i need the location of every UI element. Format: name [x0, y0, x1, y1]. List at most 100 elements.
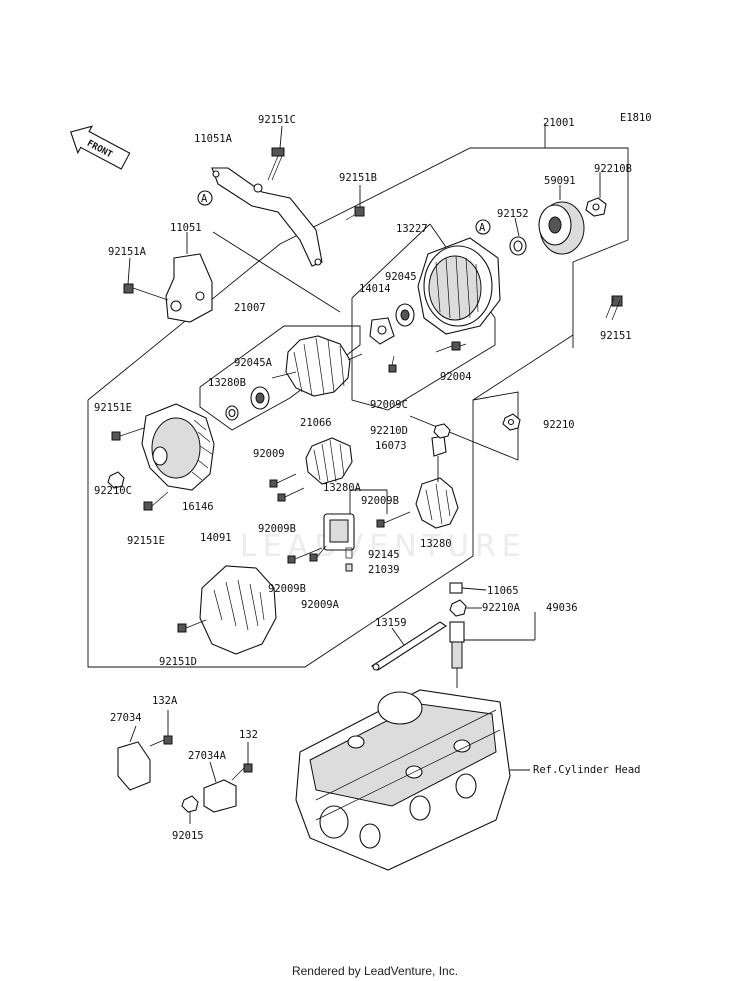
bolt-92151a-icon [123, 257, 169, 301]
bolt-92151d-icon [177, 619, 207, 633]
nut-92210c-icon [107, 471, 125, 489]
washer-92152-icon [509, 236, 527, 256]
label-92009a: 92009A [301, 599, 340, 611]
rectifier-13280 [415, 477, 459, 529]
bolt-132-icon [231, 742, 253, 781]
label-21066: 21066 [300, 417, 332, 429]
label-92009c: 92009C [370, 399, 408, 411]
label-92210: 92210 [543, 419, 575, 431]
brush-holder-13280a [323, 489, 388, 551]
label-92210c: 92210C [94, 485, 132, 497]
label-59091: 59091 [544, 175, 576, 187]
label-92152: 92152 [497, 208, 529, 220]
svg-text:A: A [201, 193, 208, 205]
label-92015: 92015 [172, 830, 204, 842]
label-21001: 21001 [543, 117, 575, 129]
label-16073: 16073 [375, 440, 407, 452]
front-housing-13227 [417, 237, 501, 335]
pulley-59091 [538, 185, 585, 255]
bracket-11051a [211, 167, 323, 267]
rear-cover-14091 [199, 565, 277, 655]
label-92151c: 92151C [258, 114, 296, 126]
bearing-92045-icon [395, 303, 415, 327]
label-14014: 14014 [359, 283, 391, 295]
screw-92009b-icon [376, 511, 411, 528]
label-13280: 13280 [420, 538, 452, 550]
label-92151b: 92151B [339, 172, 377, 184]
collar-13280b-icon [225, 405, 239, 421]
nut-92210b-icon [585, 197, 607, 217]
screw-92009b-icon [287, 547, 323, 564]
label-92045: 92045 [385, 271, 417, 283]
label-92009: 92009 [253, 448, 285, 460]
ref-mark-a-icon: A [197, 190, 213, 206]
label-92045a: 92045A [234, 357, 273, 369]
rear-housing-16146 [141, 403, 215, 491]
brush-21039-icon [345, 563, 353, 572]
bolt-92151-icon [605, 295, 623, 321]
screw-92009a-icon [309, 545, 327, 562]
plate-13159 [370, 621, 448, 671]
label-13280b: 13280B [208, 377, 246, 389]
ref-mark-a-icon: A [475, 219, 491, 235]
label-27034: 27034 [110, 712, 142, 724]
cylinder-head-ref [295, 689, 530, 871]
label-92009b-a: 92009B [258, 523, 296, 535]
label-11051: 11051 [170, 222, 202, 234]
footer-credit: Rendered by LeadVenture, Inc. [292, 964, 458, 978]
part-labels: 21001 92210B 59091 92152 13227 92045 140… [94, 114, 640, 842]
nut-92210-icon [502, 413, 521, 431]
label-21039: 21039 [368, 564, 400, 576]
bolt-92151c-icon [267, 125, 285, 181]
bracket-27034a [203, 761, 237, 813]
label-49036: 49036 [546, 602, 578, 614]
label-27034a: 27034A [188, 750, 227, 762]
spring-92145-icon [345, 547, 353, 559]
label-21007: 21007 [234, 302, 266, 314]
bolt-92151b-icon [345, 185, 365, 221]
front-arrow-icon: FRONT [70, 125, 131, 170]
plate-14014 [369, 317, 395, 345]
label-14091: 14091 [200, 532, 232, 544]
label-92151a: 92151A [108, 246, 147, 258]
nut-92210d-icon [433, 423, 451, 439]
label-16146: 16146 [182, 501, 214, 513]
label-ref-cylinder-head: Ref.Cylinder Head [533, 764, 640, 776]
watermark: LEADVENTURE [240, 529, 527, 564]
label-92004: 92004 [440, 371, 472, 383]
label-92210a: 92210A [482, 602, 521, 614]
label-92009b-b: 92009B [361, 495, 399, 507]
bolt-132a-icon [149, 710, 173, 747]
bolt-92151e-icon [143, 491, 169, 511]
label-13227: 13227 [396, 223, 428, 235]
nut-92210a-icon [449, 599, 482, 617]
label-92151: 92151 [600, 330, 632, 342]
label-132a: 132A [152, 695, 178, 707]
label-13159: 13159 [375, 617, 407, 629]
regulator-16073 [431, 435, 447, 482]
label-92210d: 92210D [370, 425, 408, 437]
bearing-92045a-icon [250, 386, 270, 410]
label-13280a: 13280A [323, 482, 362, 494]
glow-plug-49036 [449, 612, 536, 688]
label-11051a: 11051A [194, 133, 233, 145]
stud-92004-icon [435, 341, 467, 353]
label-92151d: 92151D [159, 656, 197, 668]
label-92009b-c: 92009B [268, 583, 306, 595]
bolt-92151e-icon [111, 427, 145, 441]
screw-92009b-icon [277, 487, 305, 502]
group-outlines [87, 123, 629, 668]
rotor-21007 [271, 335, 363, 397]
label-92210b: 92210B [594, 163, 632, 175]
label-92151e-bottom: 92151E [127, 535, 165, 547]
label-92145: 92145 [368, 549, 400, 561]
bracket-11051 [165, 232, 213, 323]
label-92151e-top: 92151E [94, 402, 132, 414]
screw-92009c-icon [388, 355, 397, 373]
terminal-11065-icon [449, 582, 487, 594]
nut-92015-icon [181, 795, 199, 824]
label-11065: 11065 [487, 585, 519, 597]
stator-21066 [305, 437, 353, 485]
diagram-code: E1810 [620, 112, 652, 124]
